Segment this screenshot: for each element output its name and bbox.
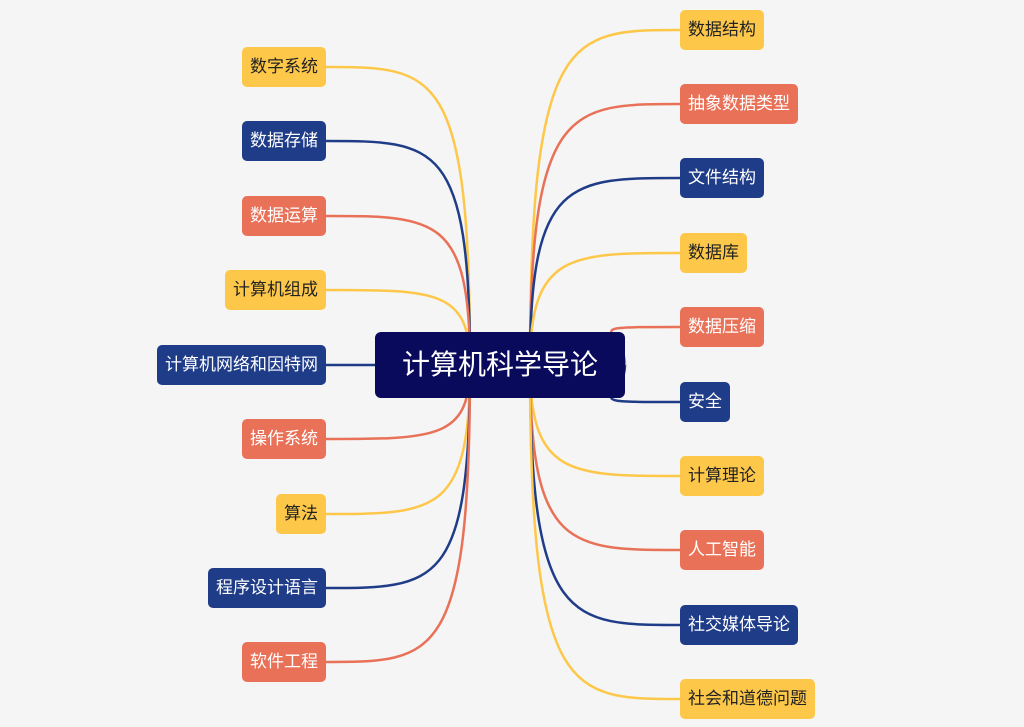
left-topic-3[interactable]: 计算机组成: [225, 270, 326, 310]
right-topic-0[interactable]: 数据结构: [680, 10, 764, 50]
right-edge-2: [528, 176, 681, 366]
left-topic-6[interactable]: 算法: [276, 494, 326, 534]
right-edge-8: [528, 364, 681, 627]
left-topic-2[interactable]: 数据运算: [242, 196, 326, 236]
right-edge-0: [528, 28, 681, 366]
right-topic-9[interactable]: 社会和道德问题: [680, 679, 815, 719]
right-edge-3: [528, 251, 681, 366]
left-edge-1: [325, 139, 472, 366]
right-topic-3[interactable]: 数据库: [680, 233, 747, 273]
left-topic-0[interactable]: 数字系统: [242, 47, 326, 87]
right-topic-5[interactable]: 安全: [680, 382, 730, 422]
right-topic-4[interactable]: 数据压缩: [680, 307, 764, 347]
left-topic-5[interactable]: 操作系统: [242, 419, 326, 459]
right-edge-1: [528, 102, 681, 366]
right-topic-6[interactable]: 计算理论: [680, 456, 764, 496]
left-topic-8[interactable]: 软件工程: [242, 642, 326, 682]
right-edge-9: [528, 364, 681, 701]
right-topic-1[interactable]: 抽象数据类型: [680, 84, 798, 124]
left-edge-7: [325, 364, 472, 590]
right-topic-8[interactable]: 社交媒体导论: [680, 605, 798, 645]
left-edge-8: [325, 364, 472, 664]
left-edge-0: [325, 65, 472, 366]
right-topic-2[interactable]: 文件结构: [680, 158, 764, 198]
left-topic-4[interactable]: 计算机网络和因特网: [157, 345, 326, 385]
left-topic-7[interactable]: 程序设计语言: [208, 568, 326, 608]
center-topic[interactable]: 计算机科学导论: [375, 332, 625, 398]
right-topic-7[interactable]: 人工智能: [680, 530, 764, 570]
left-edge-2: [325, 214, 472, 366]
right-edge-6: [528, 364, 681, 478]
left-topic-1[interactable]: 数据存储: [242, 121, 326, 161]
